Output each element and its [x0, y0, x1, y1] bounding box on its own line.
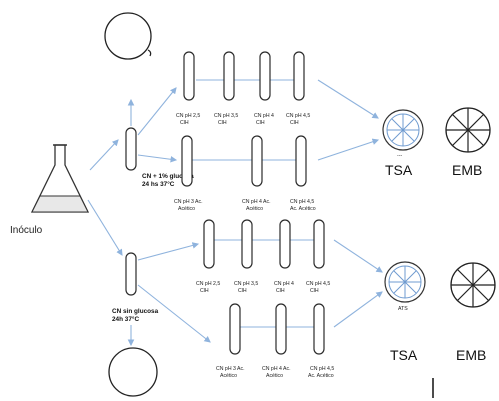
arrow-upper-to-row-a: [137, 87, 177, 136]
tube: [251, 135, 263, 187]
erlenmeyer-flask-icon: [30, 144, 90, 213]
lower-tsa-plate: [384, 261, 426, 303]
upper-condition-line2: 24 hs 37°C: [142, 180, 175, 188]
lower-condition-line2: 24h 37°C: [112, 315, 139, 323]
tube: [259, 51, 271, 101]
tube-label: CN pH 4 Ac.: [262, 366, 291, 372]
upper-row-b: CN pH 3 Ac. Acético CN pH 4 Ac. Acético …: [174, 135, 316, 212]
upper-tsa-label: TSA: [385, 162, 413, 178]
arrow-flask-to-lower: [87, 199, 123, 256]
arrow-lower-row-b-to-plate: [333, 291, 383, 328]
tube-label: ClH: [276, 288, 285, 294]
tube-label: CN pH 4,5: [306, 281, 330, 287]
tube-label: ClH: [256, 120, 265, 126]
lower-emb-label: EMB: [456, 347, 486, 363]
tube: [183, 51, 195, 101]
lower-tsa-label: TSA: [390, 347, 418, 363]
upper-emb-plate: [445, 107, 491, 153]
inoculum-label: Inóculo: [10, 225, 43, 236]
upper-main-tube: [125, 127, 137, 171]
lower-colony-plate: [108, 347, 158, 397]
tube: [181, 135, 193, 187]
tube-label: ClH: [310, 288, 319, 294]
tube-label: CN pH 3,5: [234, 281, 258, 287]
upper-tsa-plate: [382, 109, 424, 151]
tube-label: ClH: [218, 120, 227, 126]
tube: [275, 303, 287, 355]
tube: [279, 219, 291, 269]
tube-label: CN pH 3 Ac.: [174, 199, 203, 205]
tube-label: ClH: [180, 120, 189, 126]
tube-label: Ac. Acético: [290, 206, 316, 212]
tube-label: CN pH 4: [274, 281, 294, 287]
lower-plate-mark: ATS: [398, 306, 408, 312]
tube-label: CN pH 4 Ac.: [242, 199, 271, 205]
tube-label: CN pH 4,5: [310, 366, 334, 372]
tube-label: CN pH 3 Ac.: [216, 366, 245, 372]
arrow-lower-row-a-to-plate: [333, 239, 383, 273]
tube-label: CN pH 4: [254, 113, 274, 119]
arrow-row-a-to-plate: [317, 79, 379, 119]
tube: [241, 219, 253, 269]
lower-main-tube: [125, 252, 137, 296]
lower-emb-plate: [450, 262, 496, 308]
lower-row-b: CN pH 3 Ac. Acético CN pH 4 Ac. Acético …: [216, 303, 334, 379]
tube-label: CN pH 3,5: [214, 113, 238, 119]
tube-label: CN pH 4,5: [290, 199, 314, 205]
tube: [229, 303, 241, 355]
tube: [203, 219, 215, 269]
tube-label: ClH: [290, 120, 299, 126]
tube-label: ClH: [200, 288, 209, 294]
arrow-lower-to-row-a: [137, 242, 200, 261]
lower-row-a: CN pH 2,5 ClH CN pH 3,5 ClH CN pH 4 ClH …: [196, 219, 330, 294]
tube-label: Acético: [246, 206, 263, 212]
tube-label: CN pH 2,5: [176, 113, 200, 119]
tube: [295, 135, 307, 187]
arrow-lower-to-row-b: [137, 284, 211, 343]
tube-label: ClH: [238, 288, 247, 294]
tube-label: CN pH 4,5: [286, 113, 310, 119]
tube-label: CN pH 2,5: [196, 281, 220, 287]
upper-row-a: CN pH 2,5 ClH CN pH 3,5 ClH CN pH 4 ClH …: [176, 51, 310, 126]
arrow-row-b-to-plate: [317, 138, 380, 161]
lower-condition-line1: CN sin glucosa: [112, 308, 159, 315]
tube-label: Acético: [266, 373, 283, 379]
tube-label: Acético: [178, 206, 195, 212]
arrow-upper-to-row-b: [137, 154, 178, 163]
tube: [313, 303, 325, 355]
tube: [313, 219, 325, 269]
upper-plate-mark: ---: [397, 153, 402, 159]
tube-label: Ac. Acético: [308, 373, 334, 379]
tube: [223, 51, 235, 101]
tube-label: Acético: [220, 373, 237, 379]
upper-colony-plate: [104, 12, 152, 60]
upper-emb-label: EMB: [452, 162, 482, 178]
tube: [293, 51, 305, 101]
arrow-flask-to-upper: [89, 139, 119, 171]
upper-condition-line1: CN + 1% glucosa: [142, 173, 194, 180]
